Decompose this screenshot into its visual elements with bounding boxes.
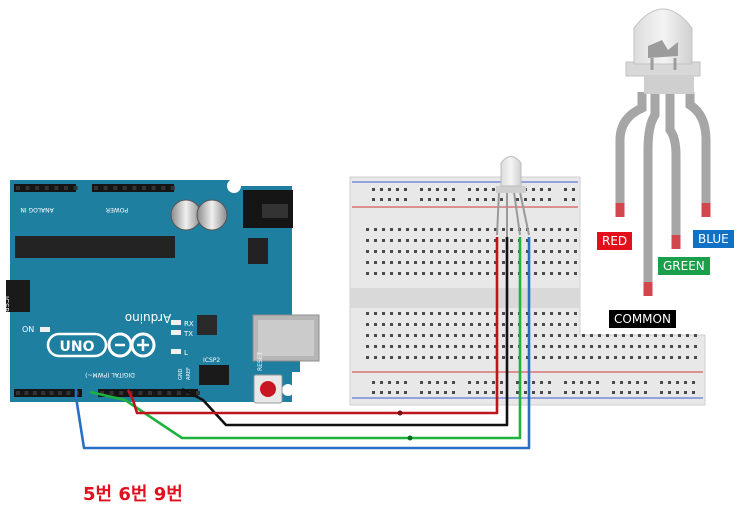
green-pin-label: GREEN	[658, 257, 710, 275]
uno-label: UNO	[60, 339, 95, 355]
icsp2-header	[199, 365, 229, 385]
rgb-led-small	[496, 156, 530, 237]
reset-button	[253, 374, 283, 404]
on-label: ON	[22, 325, 34, 334]
power-label: POWER	[106, 206, 128, 213]
blue-wire	[74, 237, 531, 450]
wires	[74, 237, 531, 450]
blue-pin-label: BLUE	[693, 230, 734, 248]
red-pin-tip	[615, 203, 625, 217]
black-wire	[181, 237, 509, 427]
arduino-board: UNO Arduino ON RX TX L ICSP ICSP2 RESET …	[2, 179, 320, 404]
caption: 5번 6번 9번	[83, 484, 183, 505]
reset-label: RESET	[257, 351, 264, 371]
digital-label: DIGITAL (PWM~)	[85, 371, 135, 378]
common-pin-tip	[643, 282, 653, 296]
common-pin-label: COMMON	[609, 310, 676, 328]
arduino-logo-text: Arduino	[125, 311, 171, 325]
green-wire	[89, 237, 522, 440]
analog-label: ANALOG IN	[20, 206, 53, 213]
rgb-led-large	[615, 8, 711, 296]
aref-label: AREF	[186, 367, 192, 380]
icsp-header	[6, 280, 30, 312]
tx-label: TX	[183, 330, 193, 338]
blue-pin-tip	[701, 203, 711, 217]
gnd-label: GND	[178, 368, 184, 380]
red-pin-label: RED	[597, 232, 633, 250]
icsp2-label: ICSP2	[203, 357, 220, 364]
rx-label: RX	[184, 320, 194, 328]
breadboard-holes	[366, 188, 697, 394]
breadboard	[349, 176, 706, 406]
l-label: L	[184, 349, 188, 357]
analog-power-header	[14, 184, 175, 192]
microcontroller-chip	[15, 236, 175, 258]
green-pin-tip	[671, 235, 681, 249]
red-wire	[126, 237, 499, 415]
uno-logo	[46, 332, 156, 358]
capacitor	[196, 199, 228, 231]
icsp-label: ICSP	[2, 296, 10, 312]
